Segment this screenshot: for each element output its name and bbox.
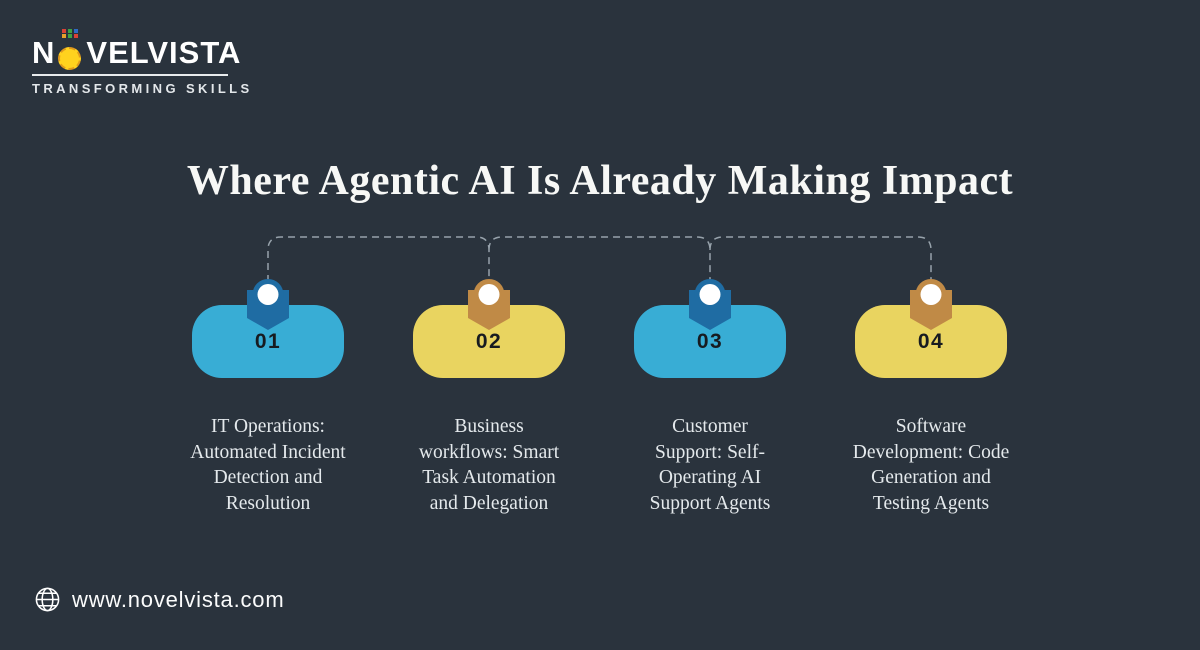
step-node-4: 04 [855, 278, 1007, 380]
globe-icon [35, 587, 60, 612]
step-description-4: Software Development: Code Generation an… [852, 416, 1010, 514]
brand-wordmark: N VELVISTA [32, 28, 253, 70]
step-description-1: IT Operations: Automated Incident Detect… [190, 416, 346, 514]
step-number: 01 [254, 329, 282, 353]
connector-dot [478, 284, 500, 305]
page-title: Where Agentic AI Is Already Making Impac… [186, 158, 1014, 205]
connector-dot [257, 284, 279, 305]
step-number: 02 [475, 329, 503, 353]
novelvista-logo: N VELVISTA TRANSFORMING SKILLS [32, 28, 253, 96]
connector-dot [699, 284, 721, 305]
brand-text-start: N [32, 35, 56, 70]
logo-tagline: TRANSFORMING SKILLS [32, 81, 253, 96]
mosaic-icon [62, 29, 78, 38]
website-link[interactable]: www.novelvista.com [72, 586, 285, 612]
step-node-2: 02 [413, 278, 565, 380]
step-description-2: Business workflows: Smart Task Automatio… [418, 416, 560, 514]
step-description-3: Customer Support: Self- Operating AI Sup… [649, 416, 771, 514]
connector-dot [920, 284, 942, 305]
step-node-1: 01 [192, 278, 344, 380]
step-number: 03 [696, 329, 724, 353]
sun-icon [57, 28, 84, 70]
logo-divider [32, 74, 228, 76]
footer: www.novelvista.com [34, 586, 284, 613]
step-number: 04 [917, 329, 945, 353]
step-node-3: 03 [634, 278, 786, 380]
brand-text-end: VELVISTA [86, 35, 242, 70]
